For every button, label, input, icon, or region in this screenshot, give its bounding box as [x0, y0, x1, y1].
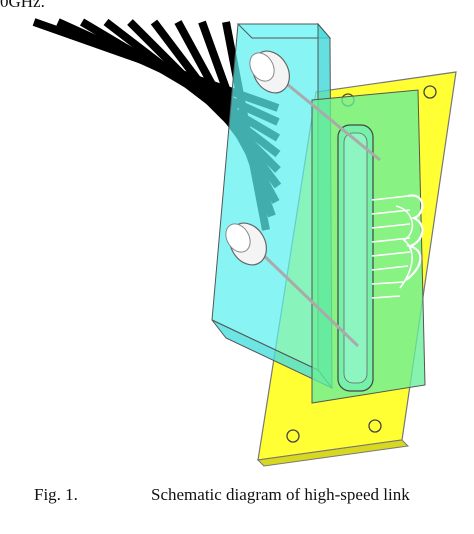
- board-hole-icon: [423, 85, 437, 99]
- figure-number: Fig. 1.: [34, 485, 78, 504]
- board-hole-icon: [368, 419, 382, 433]
- upper-screw-icon: [249, 50, 381, 162]
- front-panel: [311, 89, 426, 404]
- board-hole-icon: [286, 429, 300, 443]
- connector-pins: [371, 194, 424, 299]
- screw-posts: [225, 50, 381, 348]
- figure-caption-text: Schematic diagram of high-speed link: [151, 485, 410, 504]
- lower-screw-icon: [225, 222, 360, 348]
- header-text-fragment: 0GHz.: [0, 0, 45, 11]
- connector-figure: [32, 18, 457, 467]
